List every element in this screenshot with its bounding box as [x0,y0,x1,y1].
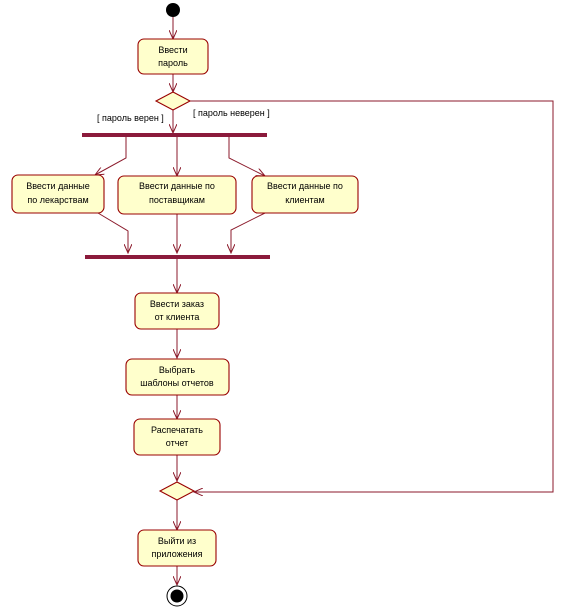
activity-enter-drugs: Ввести данные по лекарствам [11,174,105,214]
activity-label: Выбрать [159,365,196,375]
activity-label: поставщикам [149,195,205,205]
activity-label: Ввести [158,45,187,55]
guard-password-bad: [ пароль неверен ] [193,108,270,118]
join-bar [85,255,270,259]
activity-label: приложения [151,549,202,559]
flow-password-wrong-bypass [190,100,554,492]
activity-label: отчет [166,438,188,448]
activity-enter-order: Ввести заказ от клиента [134,292,220,330]
activity-exit-app: Выйти из приложения [137,529,217,567]
activity-label: по лекарствам [27,195,88,205]
activity-label: шаблоны отчетов [140,378,214,388]
flow-fork-to-drugs [95,137,127,175]
guard-password-ok: [ пароль верен ] [97,113,164,123]
initial-node [166,3,180,17]
activity-label: Распечатать [151,425,203,435]
activity-label: Ввести данные по [139,181,215,191]
activity-choose-templates: Выбрать шаблоны отчетов [125,358,230,396]
activity-label: Выйти из [158,536,196,546]
flow-drugs-to-join [97,212,128,253]
final-node [166,585,188,607]
activity-label: от клиента [155,312,200,322]
fork-bar [82,133,267,137]
activity-label: Ввести заказ [150,299,204,309]
flow-fork-to-clients [228,137,265,176]
activity-label: клиентам [285,195,325,205]
activity-print-report: Распечатать отчет [133,418,221,456]
flow-clients-to-join [231,212,266,253]
activity-enter-clients: Ввести данные по клиентам [251,175,359,214]
activity-label: пароль [158,58,188,68]
decision-password [154,91,192,111]
activity-enter-password: Ввести пароль [137,38,209,75]
activity-label: Ввести данные [26,181,90,191]
activity-label: Ввести данные по [267,181,343,191]
merge-node [158,481,196,501]
activity-enter-suppliers: Ввести данные по поставщикам [117,175,237,215]
